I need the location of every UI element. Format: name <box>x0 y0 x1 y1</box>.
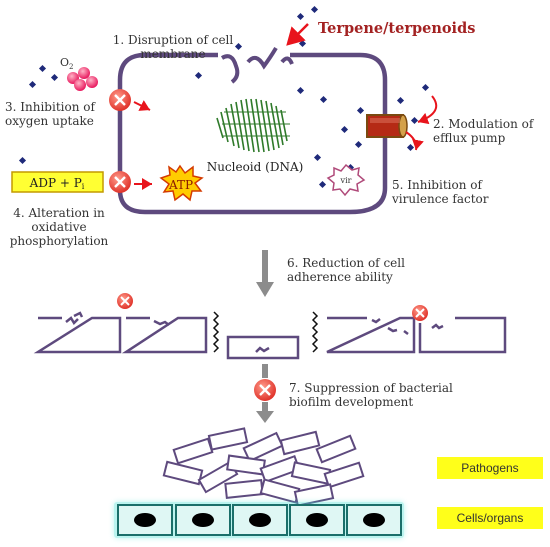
cell-outline <box>418 316 507 354</box>
pathogen-cluster <box>162 427 365 507</box>
label-mechanism-2: 2. Modulation of efflux pump <box>433 117 534 145</box>
membrane-fragment <box>387 326 398 333</box>
legend-pathogens: Pathogens <box>437 457 543 479</box>
membrane-fragment <box>220 54 240 84</box>
nucleoid-label: Nucleoid (DNA) <box>206 160 304 174</box>
membrane-fragment <box>65 316 79 326</box>
adp-box <box>11 171 104 193</box>
cell-outline <box>326 316 416 354</box>
membrane-fragment <box>371 318 381 324</box>
label-mechanism-4: 4. Alteration in oxidative phosphorylati… <box>9 206 109 248</box>
label-mechanism-7: 7. Suppression of bacterial biofilm deve… <box>289 381 453 409</box>
efflux-arrow-in <box>417 95 438 125</box>
terpene-molecules <box>18 5 430 191</box>
adhesion-zigzag <box>212 311 319 353</box>
oxygen-molecules-icon <box>67 67 98 91</box>
host-nucleus <box>363 513 385 527</box>
membrane-fragment <box>73 311 84 318</box>
adhering-cells-row <box>33 311 507 360</box>
host-nucleus <box>306 513 328 527</box>
virulence-factor-icon <box>326 163 366 197</box>
membrane-fragment <box>431 323 444 330</box>
host-nucleus <box>192 513 214 527</box>
nucleoid-dna-icon <box>216 98 290 153</box>
membrane-fragment <box>153 319 170 326</box>
adp-label: ADP + Pi <box>29 176 85 191</box>
efflux-pump-icon <box>366 114 408 138</box>
atp-burst-icon <box>159 164 204 202</box>
host-cells-row <box>114 502 404 538</box>
membrane-fragment <box>246 46 278 70</box>
step-arrow-down-2 <box>254 364 276 423</box>
cell-outline <box>33 316 122 354</box>
label-mechanism-3: 3. Inhibition of oxygen uptake <box>5 100 95 128</box>
cell-outline <box>121 316 208 354</box>
host-nucleus <box>249 513 271 527</box>
atp-label: ATP <box>168 178 193 192</box>
efflux-arrow-out <box>405 131 424 151</box>
membrane-fragment <box>255 346 270 353</box>
membrane-fragment <box>280 56 294 65</box>
inhibit-adherence-icon <box>117 293 133 309</box>
label-mechanism-1: 1. Disruption of cell membrane <box>112 33 234 61</box>
membrane-fragment <box>403 330 409 335</box>
oxygen-label: O2 <box>60 56 74 71</box>
vir-label: vir <box>340 176 352 185</box>
bacterial-cell <box>117 46 388 215</box>
legend-cells-organs: Cells/organs <box>437 507 543 529</box>
label-mechanism-5: 5. Inhibition of virulence factor <box>392 178 489 206</box>
inhibit-adherence-icon <box>412 305 428 321</box>
step-arrow-down <box>256 250 274 297</box>
terpene-arrow <box>286 23 309 46</box>
inhibit-oxygen-icon <box>109 89 151 111</box>
cell-outline <box>226 335 300 360</box>
host-nucleus <box>134 513 156 527</box>
inhibit-oxphos-icon <box>109 171 152 193</box>
diagram-title: Terpene/terpenoids <box>318 20 476 37</box>
label-mechanism-6: 6. Reduction of cell adherence ability <box>287 256 405 284</box>
cell-membrane <box>117 52 388 215</box>
